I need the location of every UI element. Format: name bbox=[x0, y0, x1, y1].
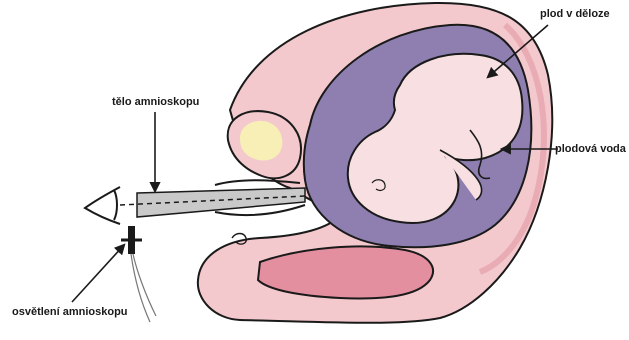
light-cable bbox=[131, 254, 150, 322]
arrow-light bbox=[72, 245, 124, 302]
eye-lid bbox=[114, 190, 117, 220]
label-amniotic-fluid: plodová voda bbox=[555, 143, 626, 155]
label-scope-body: tělo amnioskopu bbox=[112, 96, 199, 108]
label-scope-light: osvětlení amnioskopu bbox=[12, 306, 128, 318]
bladder bbox=[258, 246, 433, 298]
label-fetus: plod v děloze bbox=[540, 8, 610, 20]
light-cable-2 bbox=[133, 254, 156, 316]
